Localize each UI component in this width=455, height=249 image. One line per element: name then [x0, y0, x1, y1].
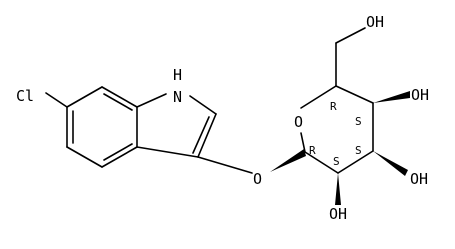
atom-glycosidic-o: O	[253, 170, 262, 188]
wedge-c4-oh	[373, 91, 410, 103]
atom-ring-o: O	[294, 113, 303, 131]
bond-pyrrole-n-c7a	[136, 93, 167, 108]
bond-ch2-oh	[335, 27, 366, 44]
stereo-label-c3: S	[355, 144, 362, 157]
bond-benzene-5	[101, 86, 138, 108]
atom-c4-oh: OH	[411, 86, 429, 104]
wedge-c3-oh	[373, 151, 408, 176]
atom-c3-oh: OH	[410, 170, 428, 188]
bond-benzene-3	[101, 146, 138, 168]
bond-c3-glycosidic-o	[197, 156, 253, 174]
bond-c1-ring-o	[300, 132, 306, 153]
wedge-o-c1	[270, 149, 306, 172]
bond-pyrrole-n-c2	[189, 95, 217, 115]
stereo-label-c5: R	[330, 100, 337, 113]
bond-pyrrole-c2-c3-inner	[192, 116, 210, 154]
bond-cl-c6	[45, 92, 68, 108]
atom-n: N	[173, 88, 182, 106]
bond-ring-o-c5	[300, 85, 337, 109]
bond-c5-c4	[335, 85, 374, 104]
stereo-label-c1: R	[309, 144, 316, 157]
atom-h-on-n: H	[173, 66, 182, 84]
bond-pyrrole-c2-c3	[197, 113, 217, 158]
bond-c3-c2	[337, 150, 374, 174]
stereo-label-c4: S	[355, 115, 362, 128]
bond-benzene-5-inner	[103, 93, 133, 111]
stereo-label-c2: S	[333, 155, 340, 168]
atom-ch2-oh: OH	[366, 13, 384, 31]
wedge-c2-oh	[335, 173, 341, 205]
bond-benzene-3-inner	[103, 143, 133, 161]
bond-benzene-6	[66, 86, 103, 108]
bond-c2-c1	[304, 151, 339, 174]
bond-pyrrole-c3-c3a	[136, 146, 199, 158]
atom-c2-oh: OH	[329, 205, 347, 223]
bond-benzene-2	[66, 146, 103, 168]
atom-cl: Cl	[16, 87, 34, 105]
